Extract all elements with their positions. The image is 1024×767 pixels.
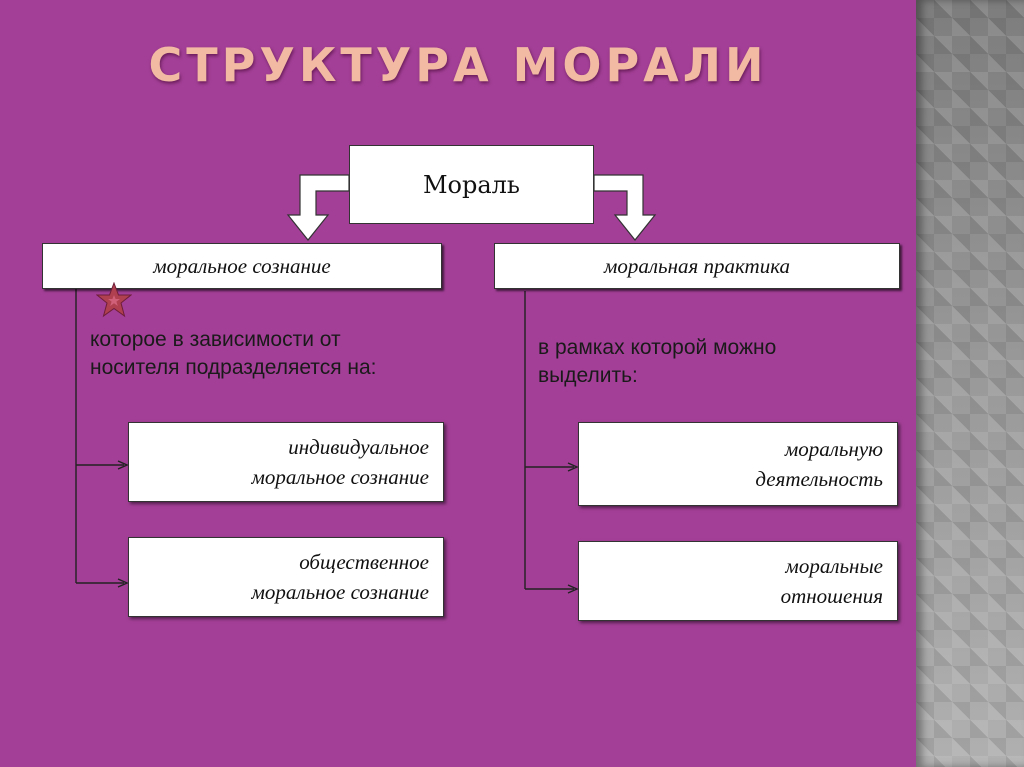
left-arrowhead-1 <box>117 460 129 470</box>
leaf-line: моральное сознание <box>251 465 429 489</box>
leaf-line: индивидуальное <box>288 435 429 459</box>
slide-title: СТРУКТУРА МОРАЛИ <box>148 38 768 92</box>
slide <box>0 0 916 767</box>
node-moral-activity: моральную деятельность <box>578 422 898 506</box>
node-social-consciousness: общественное моральное сознание <box>128 537 444 617</box>
leaf-line: деятельность <box>755 467 883 491</box>
node-moral-practice: моральная практика <box>494 243 900 289</box>
left-note-line: носителя подразделяется на: <box>90 356 377 379</box>
left-hollow-arrow <box>286 174 350 241</box>
node-individual-consciousness: индивидуальное моральное сознание <box>128 422 444 502</box>
leaf-line: моральное сознание <box>251 580 429 604</box>
leaf-line: отношения <box>780 584 883 608</box>
right-note-line: выделить: <box>538 364 638 387</box>
node-moral-relations: моральные отношения <box>578 541 898 621</box>
node-moral-consciousness: моральное сознание <box>42 243 442 289</box>
node-moral-consciousness-label: моральное сознание <box>153 253 331 278</box>
right-arrowhead-1 <box>567 462 579 472</box>
leaf-line: моральные <box>785 554 883 578</box>
node-moral-practice-label: моральная практика <box>603 253 791 278</box>
left-note: которое в зависимости от носителя подраз… <box>90 326 420 382</box>
right-note: в рамках которой можно выделить: <box>538 334 868 390</box>
decorative-side-panel <box>916 0 1024 767</box>
right-hollow-arrow <box>593 174 657 241</box>
left-note-line: которое в зависимости от <box>90 328 341 351</box>
root-node-morality: Мораль <box>349 145 594 224</box>
diagram-connectors <box>75 174 657 594</box>
right-arrowhead-2 <box>567 584 579 594</box>
leaf-line: моральную <box>784 437 883 461</box>
right-note-line: в рамках которой можно <box>538 336 777 359</box>
leaf-line: общественное <box>299 550 429 574</box>
star-icon <box>96 282 132 318</box>
left-arrowhead-2 <box>117 578 129 588</box>
